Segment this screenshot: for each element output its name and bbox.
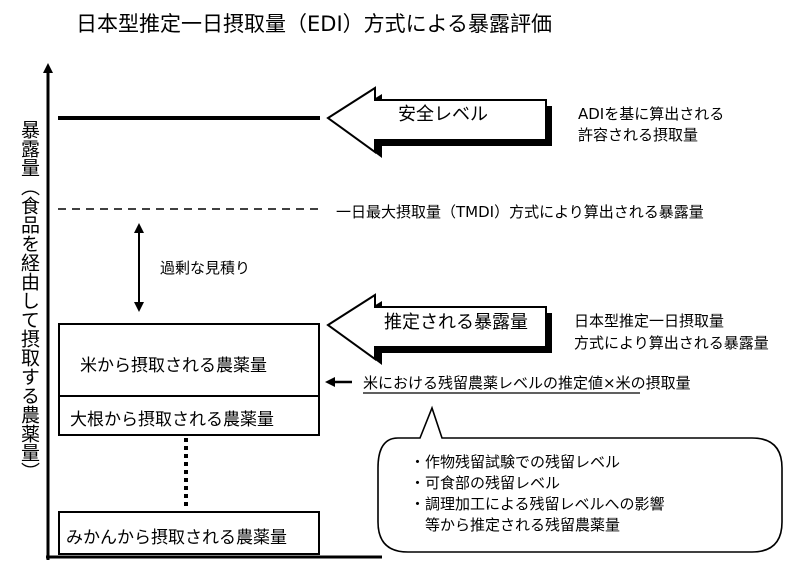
estimated-exposure-label: 推定される暴露量 — [384, 312, 528, 333]
bubble-line-4: 等から推定される残留農薬量 — [410, 516, 621, 534]
rice-formula-intake: ×米の摂取量 — [603, 374, 691, 392]
diagram-title: 日本型推定一日摂取量（EDI）方式による暴露評価 — [76, 12, 553, 36]
bubble-text: ・作物残留試験での残留レベル ・可食部の残留レベル ・調理加工による残留レベルへ… — [410, 452, 665, 536]
bubble-line-3: ・調理加工による残留レベルへの影響 — [410, 495, 665, 513]
rice-box-label: 米から摂取される農薬量 — [80, 356, 267, 376]
mikan-box: みかんから摂取される農薬量 — [58, 511, 320, 555]
rice-formula-estimate: 米における残留農薬レベルの推定値 — [363, 374, 604, 392]
daikon-box: 大根から摂取される農薬量 — [58, 395, 320, 436]
bubble-line-2: ・可食部の残留レベル — [410, 474, 561, 492]
safe-level-note-1: ADIを基に算出される — [578, 105, 725, 123]
y-axis-label: 暴露量（食品を経由して摂取する農薬量） — [18, 120, 40, 481]
daikon-box-label: 大根から摂取される農薬量 — [70, 410, 274, 430]
safe-level-note-2: 許容される摂取量 — [578, 126, 699, 144]
rice-formula: 米における残留農薬レベルの推定値×米の摂取量 — [363, 373, 691, 394]
estimated-exposure-note-1: 日本型推定一日摂取量 — [574, 312, 725, 330]
overestimate-label: 過剰な見積り — [160, 259, 251, 277]
tmdi-line-label: 一日最大摂取量（TMDI）方式により算出される暴露量 — [336, 203, 704, 221]
estimated-exposure-note-2: 方式により算出される暴露量 — [574, 334, 769, 352]
estimated-exposure-arrow — [326, 293, 547, 361]
safe-level-label: 安全レベル — [398, 104, 488, 125]
mikan-box-label: みかんから摂取される農薬量 — [66, 528, 287, 548]
bubble-line-1: ・作物残留試験での残留レベル — [410, 453, 621, 471]
safe-level-arrow — [326, 86, 547, 154]
speech-bubble — [377, 405, 783, 553]
rice-box: 米から摂取される農薬量 — [58, 323, 320, 397]
